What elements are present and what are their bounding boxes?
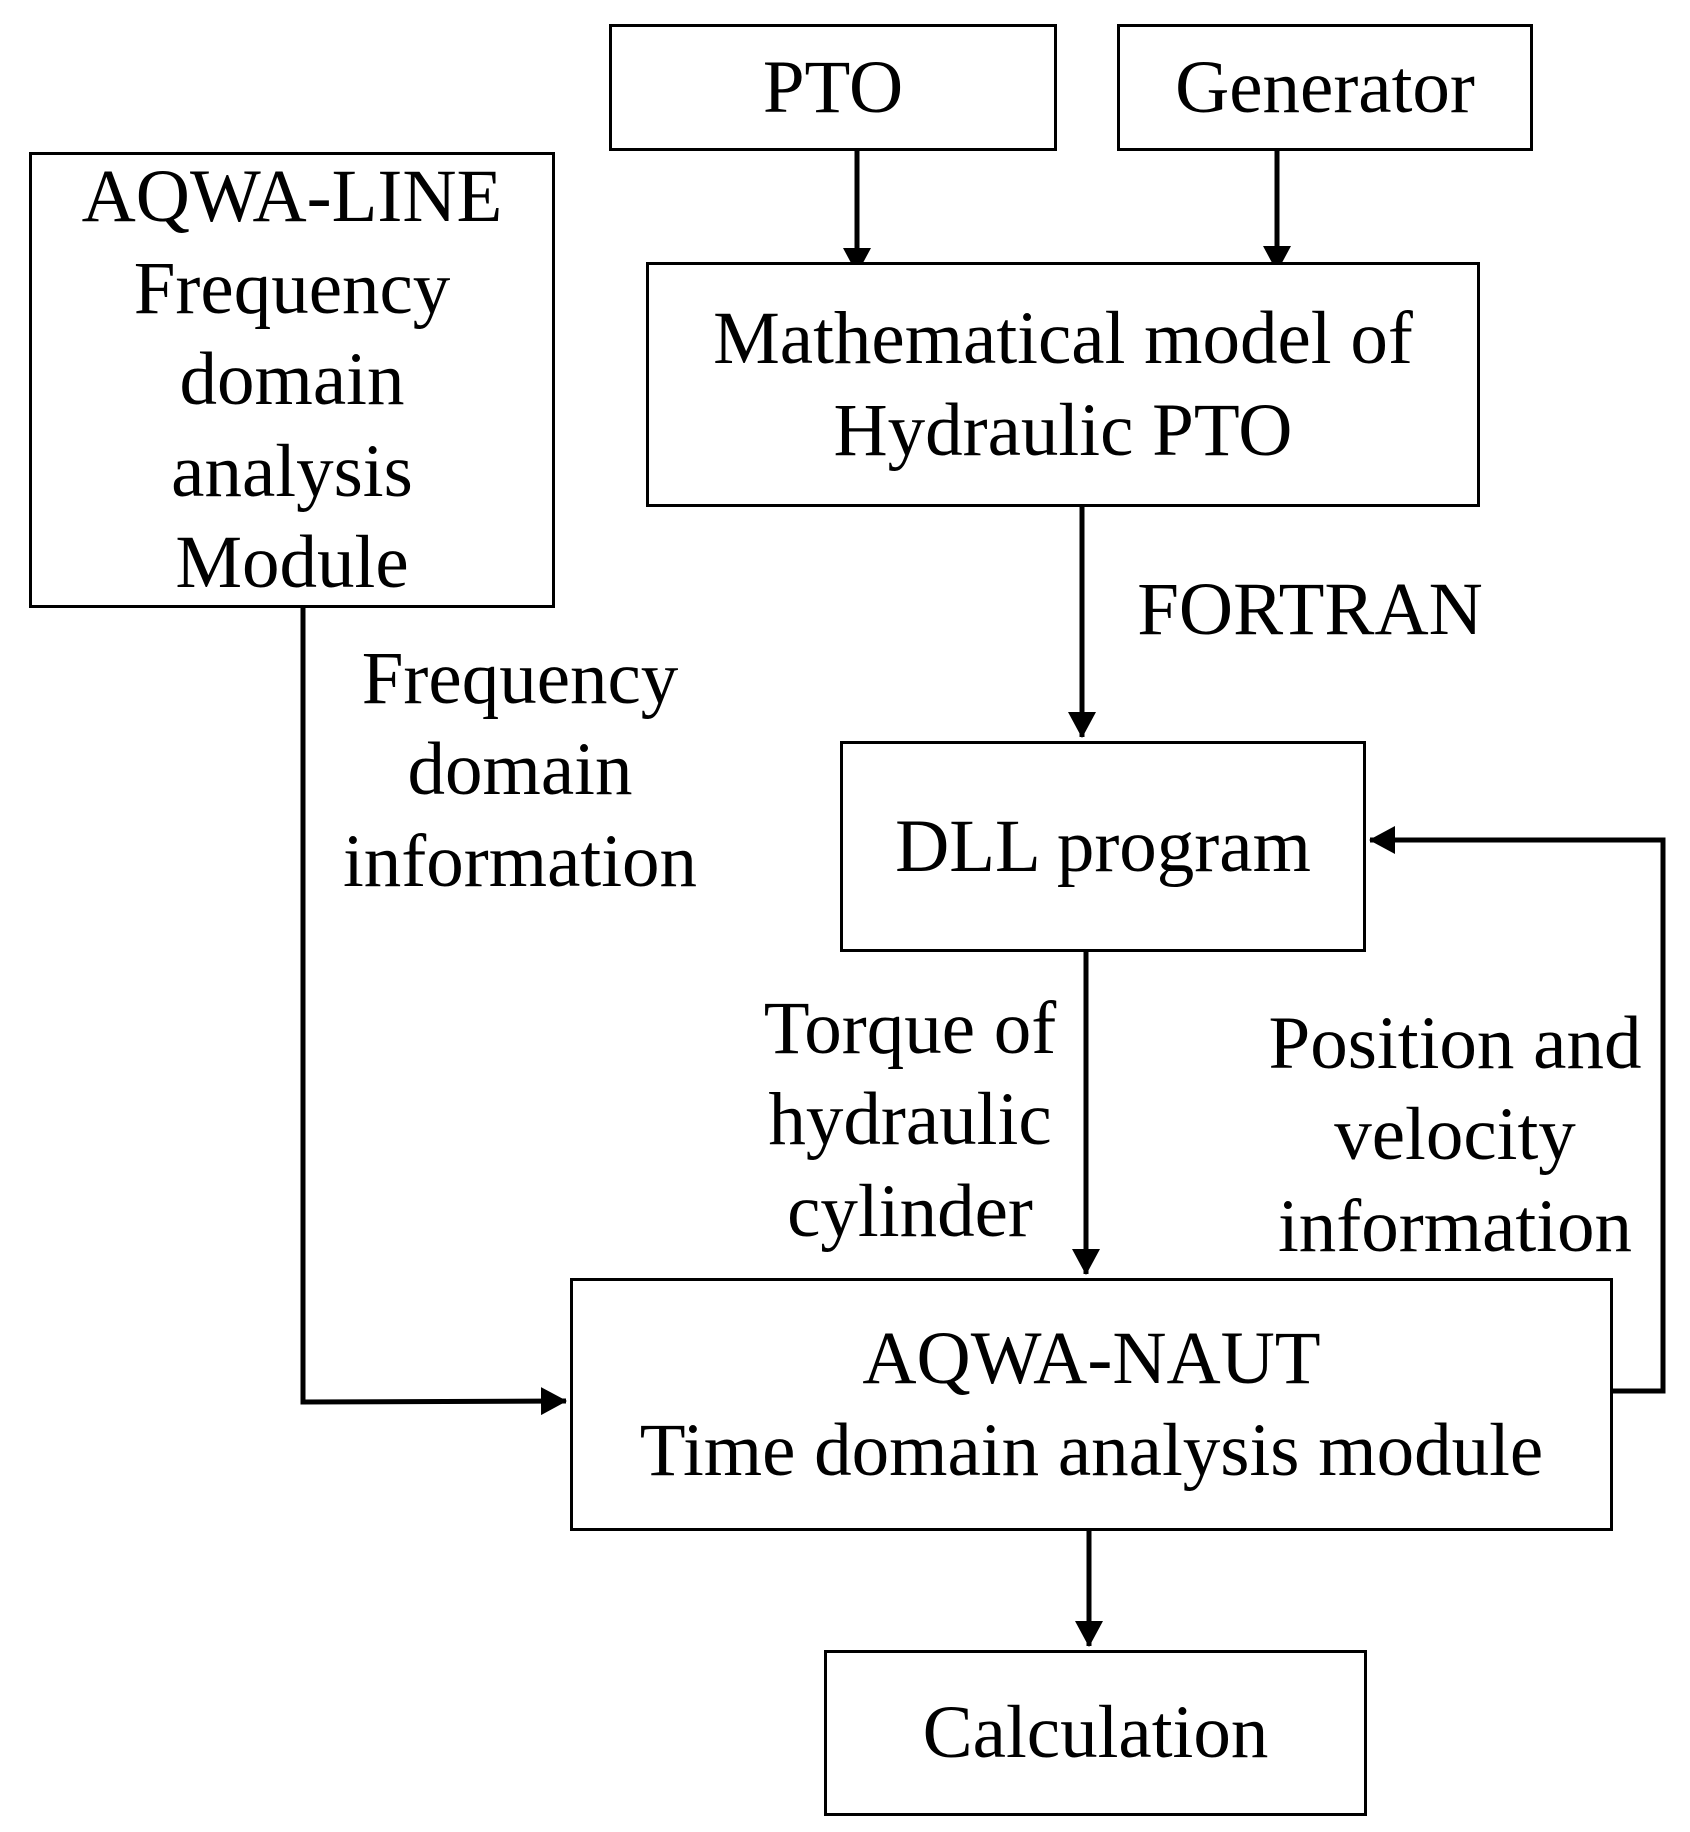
aqwa-line-box-line: domain: [179, 338, 405, 422]
fortran-edge-label-line: FORTRAN: [1137, 568, 1483, 652]
position-velocity-edge-label-line: information: [1277, 1184, 1633, 1268]
dll-program-box-line: DLL program: [895, 804, 1311, 888]
aqwa-naut-box-line: Time domain analysis module: [639, 1408, 1544, 1492]
torque-edge-label-line: cylinder: [787, 1169, 1033, 1253]
position-velocity-edge-label: Position and velocity information: [1235, 995, 1675, 1275]
torque-edge-label-line: Torque of: [763, 986, 1057, 1070]
generator-box-line: Generator: [1175, 45, 1475, 129]
aqwa-line-box: AQWA-LINE Frequency domain analysis Modu…: [29, 152, 555, 608]
aqwa-naut-box-line: AQWA-NAUT: [862, 1317, 1321, 1400]
dll-program-box: DLL program: [840, 741, 1366, 952]
aqwa-line-box-line: analysis: [171, 429, 413, 513]
generator-box: Generator: [1117, 24, 1533, 151]
calculation-box-line: Calculation: [922, 1691, 1269, 1775]
pto-box-line: PTO: [762, 45, 904, 129]
math-model-box: Mathematical model of Hydraulic PTO: [646, 262, 1480, 507]
frequency-info-edge-label-line: Frequency: [361, 636, 679, 720]
calculation-box: Calculation: [824, 1650, 1367, 1816]
pto-box: PTO: [609, 24, 1057, 151]
torque-edge-label-line: hydraulic: [768, 1078, 1052, 1162]
position-velocity-edge-label-line: velocity: [1334, 1093, 1576, 1177]
aqwa-line-box-line: AQWA-LINE: [81, 155, 503, 239]
fortran-edge-label: FORTRAN: [1110, 560, 1510, 660]
aqwa-line-box-line: Frequency: [133, 246, 451, 330]
math-model-box-line: Hydraulic PTO: [833, 388, 1293, 472]
frequency-info-edge-label-line: information: [342, 819, 698, 903]
aqwa-line-box-line: Module: [175, 521, 409, 605]
math-model-box-line: Mathematical model of: [713, 297, 1413, 380]
torque-edge-label: Torque of hydraulic cylinder: [730, 980, 1090, 1260]
aqwa-naut-box: AQWA-NAUT Time domain analysis module: [570, 1278, 1613, 1531]
frequency-info-edge-label: Frequency domain information: [310, 630, 730, 910]
frequency-info-edge-label-line: domain: [407, 728, 633, 812]
position-velocity-edge-label-line: Position and: [1268, 1001, 1642, 1085]
